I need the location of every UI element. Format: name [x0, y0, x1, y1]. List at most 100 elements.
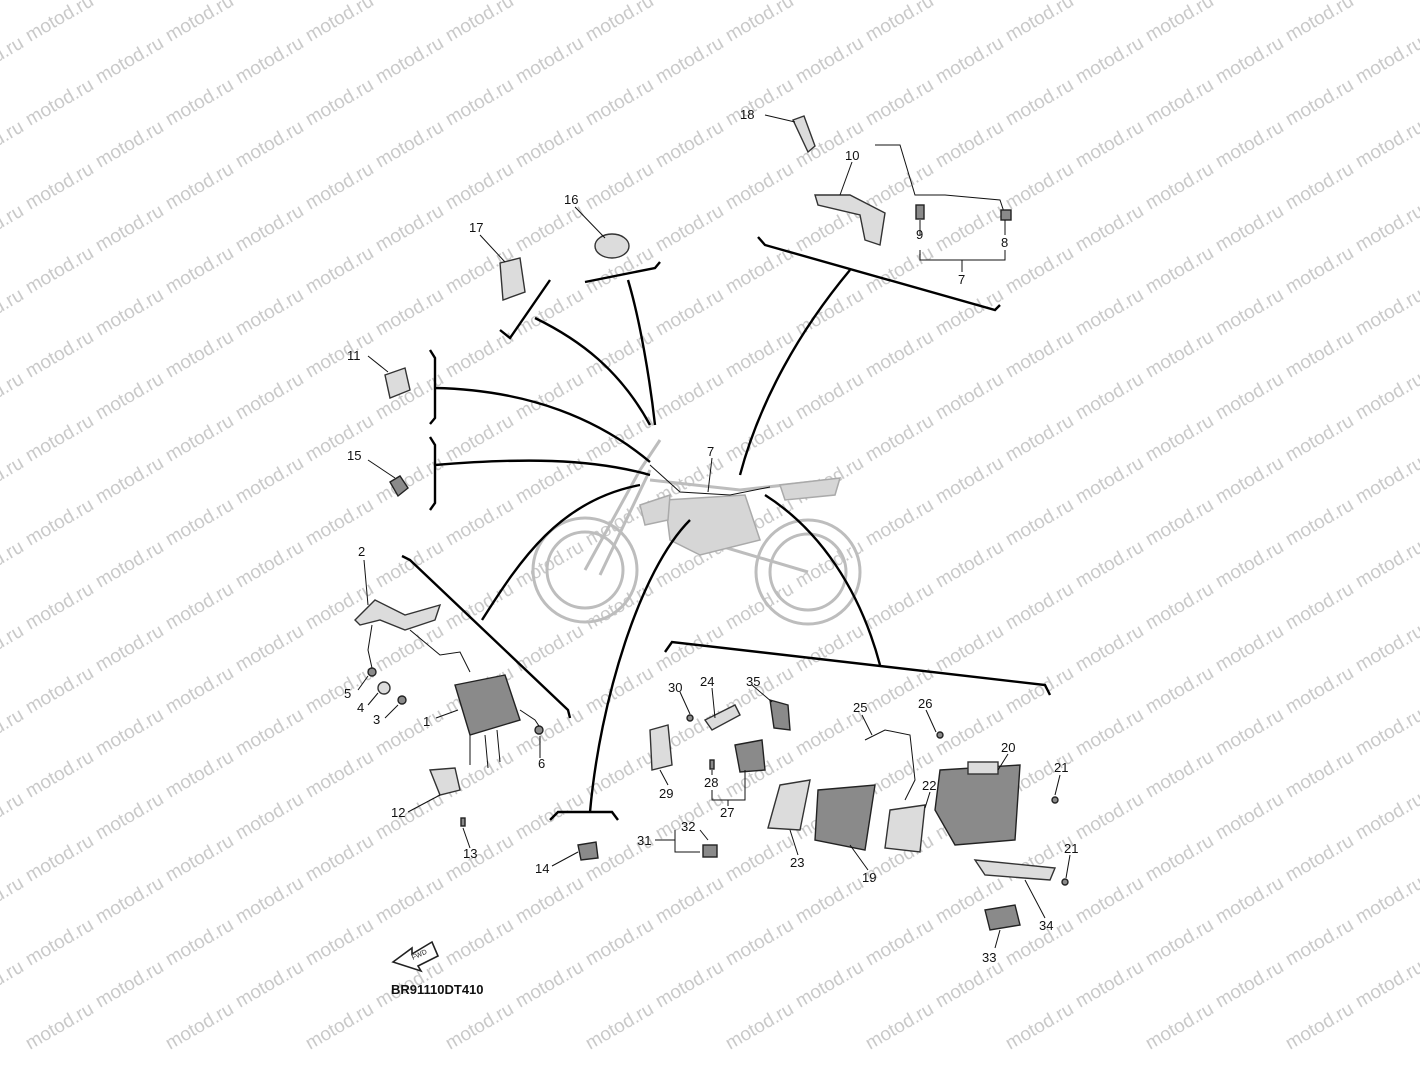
watermark-text: motod.ru: [1142, 831, 1217, 887]
part-15-shape: [389, 475, 409, 498]
watermark-text: motod.ru: [932, 201, 1007, 257]
watermark-text: motod.ru: [1212, 453, 1287, 509]
part-1-shape: [454, 674, 521, 736]
watermark-text: motod.ru: [932, 0, 1007, 4]
watermark-text: motod.ru: [722, 0, 797, 46]
watermark-text: motod.ru: [1282, 243, 1357, 299]
watermark-text: motod.ru: [652, 285, 727, 341]
part-shapes: [354, 115, 1069, 931]
watermark-text: motod.ru: [652, 117, 727, 173]
watermark-text: motod.ru: [1072, 453, 1147, 509]
callout-25: 25: [853, 700, 867, 715]
watermark-text: motod.ru: [372, 201, 447, 257]
watermark-text: motod.ru: [652, 33, 727, 89]
watermark-text: motod.ru: [1212, 537, 1287, 593]
watermark-text: motod.ru: [442, 831, 517, 887]
watermark-text: motod.ru: [92, 873, 167, 929]
watermark-text: motod.ru: [1352, 201, 1420, 257]
watermark-text: motod.ru: [232, 537, 307, 593]
watermark-text: motod.ru: [1142, 999, 1217, 1055]
callout-21-top: 21: [1054, 760, 1068, 775]
watermark-text: motod.ru: [932, 705, 1007, 761]
watermark-text: motod.ru: [162, 747, 237, 803]
leader-lines: [357, 114, 1071, 949]
watermark-text: motod.ru: [1212, 789, 1287, 845]
watermark-text: motod.ru: [1142, 915, 1217, 971]
watermark-text: motod.ru: [302, 243, 377, 299]
part-29-shape: [649, 724, 673, 771]
part-18-shape: [792, 115, 816, 154]
watermark-text: motod.ru: [1282, 579, 1357, 635]
watermark-text: motod.ru: [0, 285, 27, 341]
watermark-text: motod.ru: [22, 75, 97, 131]
watermark-text: motod.ru: [92, 117, 167, 173]
watermark-text: motod.ru: [862, 327, 937, 383]
watermark-text: motod.ru: [1072, 285, 1147, 341]
watermark-text: motod.ru: [1282, 663, 1357, 719]
watermark-text: motod.ru: [1212, 33, 1287, 89]
watermark-text: motod.ru: [1212, 0, 1287, 4]
watermark-text: motod.ru: [722, 831, 797, 887]
watermark-text: motod.ru: [1282, 999, 1357, 1055]
watermark-text: motod.ru: [1352, 117, 1420, 173]
watermark-text: motod.ru: [92, 201, 167, 257]
forward-arrow: FWD: [391, 940, 440, 973]
watermark-text: motod.ru: [1212, 957, 1287, 1013]
watermark-text: motod.ru: [0, 537, 27, 593]
callout-29: 29: [659, 786, 673, 801]
watermark-text: motod.ru: [932, 621, 1007, 677]
watermark-text: motod.ru: [1142, 243, 1217, 299]
watermark-text: motod.ru: [1142, 0, 1217, 46]
watermark-text: motod.ru: [1072, 0, 1147, 4]
part-32-shape: [702, 844, 718, 858]
watermark-text: motod.ru: [162, 0, 237, 46]
watermark-text: motod.ru: [22, 495, 97, 551]
part-21b-shape: [1061, 878, 1069, 886]
callout-30: 30: [668, 680, 682, 695]
watermark-text: motod.ru: [862, 579, 937, 635]
watermark-text: motod.ru: [22, 327, 97, 383]
watermark-text: motod.ru: [232, 873, 307, 929]
part-3-shape: [397, 695, 407, 705]
watermark-text: motod.ru: [162, 411, 237, 467]
callout-34: 34: [1039, 918, 1053, 933]
watermark-text: motod.ru: [302, 411, 377, 467]
watermark-text: motod.ru: [22, 831, 97, 887]
watermark-text: motod.ru: [92, 369, 167, 425]
watermark-text: motod.ru: [1282, 411, 1357, 467]
part-11-shape: [384, 367, 411, 399]
watermark-text: motod.ru: [1072, 537, 1147, 593]
watermark-text: motod.ru: [582, 75, 657, 131]
watermark-text: motod.ru: [302, 747, 377, 803]
watermark-text: motod.ru: [1002, 663, 1077, 719]
part-21a-shape: [1051, 796, 1059, 804]
watermark-text: motod.ru: [162, 159, 237, 215]
watermark-text: motod.ru: [302, 915, 377, 971]
watermark-text: motod.ru: [1142, 159, 1217, 215]
part-34-shape: [973, 859, 1057, 881]
watermark-text: motod.ru: [302, 159, 377, 215]
watermark-text: motod.ru: [862, 495, 937, 551]
part-6-shape: [534, 725, 544, 735]
watermark-text: motod.ru: [512, 705, 587, 761]
watermark-text: motod.ru: [22, 999, 97, 1055]
watermark-text: motod.ru: [792, 33, 867, 89]
watermark-text: motod.ru: [1352, 705, 1420, 761]
callout-17: 17: [469, 220, 483, 235]
callout-19: 19: [862, 870, 876, 885]
watermark-text: motod.ru: [582, 0, 657, 46]
watermark-text: motod.ru: [1072, 33, 1147, 89]
watermark-text: motod.ru: [1002, 75, 1077, 131]
watermark-text: motod.ru: [22, 915, 97, 971]
watermark-text: motod.ru: [1072, 873, 1147, 929]
callout-33: 33: [982, 950, 996, 965]
watermark-text: motod.ru: [1142, 663, 1217, 719]
watermark-text: motod.ru: [862, 0, 937, 46]
watermark-text: motod.ru: [1282, 831, 1357, 887]
watermark-text: motod.ru: [302, 0, 377, 46]
watermark-text: motod.ru: [862, 159, 937, 215]
callout-10: 10: [845, 148, 859, 163]
watermark-text: motod.ru: [652, 621, 727, 677]
group-brackets: [401, 236, 1052, 821]
